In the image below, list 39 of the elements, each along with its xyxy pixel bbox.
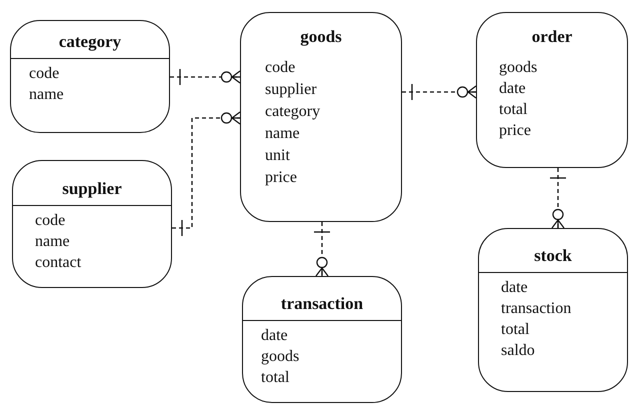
entity-box: [476, 12, 628, 168]
entity-name: category: [58, 32, 122, 52]
attribute-name: code: [35, 211, 66, 231]
attribute-name: total: [261, 368, 290, 388]
entity-box: [242, 276, 402, 403]
attribute-name: total: [499, 100, 528, 120]
attribute-name: transaction: [501, 299, 572, 319]
entity-name: transaction: [280, 294, 364, 314]
attribute-name: supplier: [265, 80, 318, 100]
entity-name: order: [532, 27, 572, 47]
relationship-line: [170, 68, 241, 86]
attribute-name: code: [29, 64, 60, 84]
relationship-line: [402, 83, 477, 101]
attribute-name: category: [265, 102, 322, 122]
attribute-name: total: [501, 320, 530, 340]
entity-name: goods: [300, 27, 342, 47]
attribute-name: price: [499, 121, 532, 141]
attribute-name: unit: [265, 146, 291, 166]
attribute-name: saldo: [501, 341, 536, 361]
attribute-name: date: [499, 79, 527, 99]
attribute-name: price: [265, 168, 298, 188]
relationship-line: [172, 111, 241, 237]
entity-name: supplier: [62, 179, 122, 199]
attribute-name: goods: [261, 347, 300, 367]
attribute-name: date: [261, 326, 289, 346]
attribute-name: code: [265, 58, 296, 78]
attribute-name: date: [501, 278, 529, 298]
relationship-line: [549, 168, 567, 229]
entity-box: [240, 12, 402, 222]
attribute-name: name: [29, 85, 65, 105]
attribute-name: contact: [35, 253, 82, 273]
entity-name: stock: [534, 246, 572, 266]
attribute-name: goods: [499, 58, 538, 78]
attribute-name: name: [35, 232, 71, 252]
relationship-line: [313, 222, 331, 277]
attribute-name: name: [265, 124, 301, 144]
entity-box: [12, 160, 172, 288]
entity-box: [10, 20, 170, 133]
entity-box: [478, 228, 628, 392]
